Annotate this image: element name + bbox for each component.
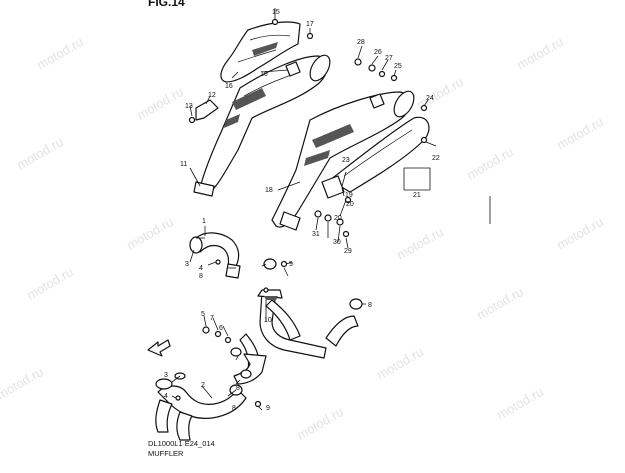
watermark: motod.ru xyxy=(374,344,426,383)
callout-24: 24 xyxy=(426,95,434,102)
bolt-icon xyxy=(390,74,398,82)
callout-20: 20 xyxy=(346,201,354,208)
callout-15: 15 xyxy=(272,9,280,16)
callout-29: 29 xyxy=(344,248,352,255)
watermark: motod.ru xyxy=(474,284,526,323)
washer-icon xyxy=(368,64,376,72)
clip-icon xyxy=(369,93,385,109)
callout-labels: 1 2 3 3 4 4 5 6 7 8 8 8 8 9 9 10 11 12 1… xyxy=(164,9,440,412)
callout-6: 6 xyxy=(219,325,223,332)
callout-7: 7 xyxy=(210,315,214,322)
callout-26: 26 xyxy=(374,49,382,56)
gasket-icon xyxy=(263,258,277,270)
bolt-icon xyxy=(188,116,196,124)
bolt-icon xyxy=(306,32,314,40)
bolt-icon xyxy=(202,326,210,334)
callout-8: 8 xyxy=(199,273,203,280)
bolt-icon xyxy=(344,196,352,204)
callout-28: 28 xyxy=(357,39,365,46)
watermark: motod.ru xyxy=(0,364,46,403)
watermark: motod.ru xyxy=(14,134,66,173)
watermark: motod.ru xyxy=(494,384,546,423)
clip-icon xyxy=(285,61,301,77)
nut-icon xyxy=(354,58,362,66)
callout-8: 8 xyxy=(236,385,240,392)
watermark: motod.ru xyxy=(34,34,86,73)
diagram-title: MUFFLER xyxy=(148,449,184,458)
gasket-icon xyxy=(349,298,363,310)
callout-21: 21 xyxy=(413,192,421,199)
callout-3: 3 xyxy=(185,261,189,268)
gasket-icon xyxy=(240,369,252,379)
washer-icon xyxy=(314,210,322,218)
callout-13: 13 xyxy=(185,103,193,110)
watermark: motod.ru xyxy=(124,214,176,253)
callout-25: 25 xyxy=(394,63,402,70)
watermark: motod.ru xyxy=(514,34,566,73)
callout-1: 1 xyxy=(202,218,206,225)
callout-2: 2 xyxy=(201,382,205,389)
callout-9: 9 xyxy=(266,405,270,412)
watermark: motod.ru xyxy=(554,114,606,153)
callout-30: 30 xyxy=(333,239,341,246)
watermark: motod.ru xyxy=(134,84,186,123)
callout-20: 20 xyxy=(334,215,342,222)
leader-lines xyxy=(171,45,437,411)
watermark: motod.ru xyxy=(294,404,346,443)
bracket-icon xyxy=(195,99,219,121)
callout-3: 3 xyxy=(164,372,168,379)
washer-icon xyxy=(324,214,332,222)
diagram-code: DL1000L1 E24_014 xyxy=(148,439,215,448)
callout-8: 8 xyxy=(232,405,236,412)
callout-22: 22 xyxy=(432,155,440,162)
bolt-icon xyxy=(175,395,181,401)
bolt-icon xyxy=(420,136,428,144)
callout-16: 16 xyxy=(225,83,233,90)
callout-31: 31 xyxy=(312,231,320,238)
bolt-icon xyxy=(342,230,350,238)
heat-shield-right xyxy=(321,116,430,199)
bolt-icon xyxy=(215,259,221,265)
washer-icon xyxy=(214,330,222,338)
bolt-icon xyxy=(271,18,279,26)
callout-5: 5 xyxy=(201,311,205,318)
figure-label: FIG.14 xyxy=(148,0,185,9)
watermark: motod.ru xyxy=(464,144,516,183)
callout-27: 27 xyxy=(385,55,393,62)
watermark: motod.ru xyxy=(554,214,606,253)
bolt-icon xyxy=(254,400,262,408)
front-arrow-icon xyxy=(147,339,171,357)
callout-16: 16 xyxy=(260,71,268,78)
callout-4: 4 xyxy=(199,265,203,272)
callout-17: 17 xyxy=(306,21,314,28)
washer-icon xyxy=(336,218,344,226)
callout-4: 4 xyxy=(164,393,168,400)
bolt-icon xyxy=(263,287,269,293)
bolt-icon xyxy=(420,104,428,112)
bolt-icon xyxy=(280,260,288,268)
callout-8: 8 xyxy=(368,302,372,309)
watermark: motod.ru xyxy=(24,264,76,303)
callout-12: 12 xyxy=(208,92,216,99)
center-pipe xyxy=(233,289,359,385)
washer-icon xyxy=(224,336,232,344)
callout-9: 9 xyxy=(289,261,293,268)
callout-18: 18 xyxy=(265,187,273,194)
callout-23: 23 xyxy=(342,157,350,164)
heat-shield-left xyxy=(220,21,301,83)
muffler-right-inner xyxy=(271,90,415,231)
watermark-layer: motod.ru motod.ru motod.ru motod.ru moto… xyxy=(0,34,606,443)
washer-icon xyxy=(378,70,386,78)
callout-11: 11 xyxy=(180,161,187,168)
connector-pipe xyxy=(189,232,241,279)
gasket-icon xyxy=(230,347,242,357)
muffler-left xyxy=(193,54,331,197)
exhaust-pipe-front xyxy=(155,378,247,441)
watermark: motod.ru xyxy=(394,224,446,263)
callout-19: 19 xyxy=(345,192,353,199)
callout-10: 10 xyxy=(264,317,272,324)
